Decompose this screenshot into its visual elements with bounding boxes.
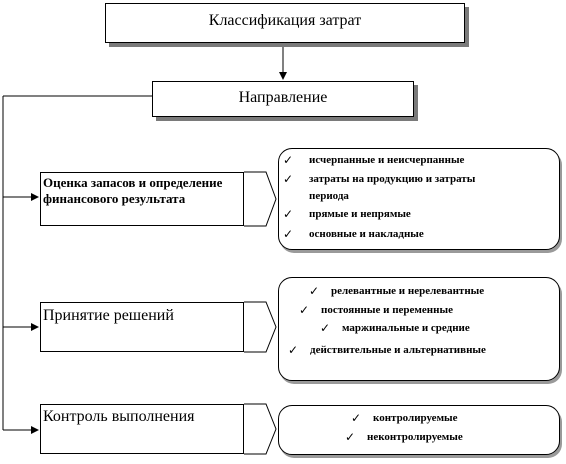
direction-box: Направление <box>152 81 414 117</box>
list-item-text: исчерпанные и неисчерпанные <box>309 154 465 166</box>
pointer-arrow-2 <box>244 301 277 353</box>
category-label: Оценка запасов и определение финансового… <box>43 175 223 206</box>
checkmark-icon: ✓ <box>345 430 356 444</box>
list-item-text: контролируемые <box>373 412 458 424</box>
pointer-arrow-1 <box>244 171 277 227</box>
cost-list-control: ✓ контролируемые ✓ неконтролируемые <box>278 405 560 455</box>
checkmark-icon: ✓ <box>283 172 294 186</box>
checkmark-icon: ✓ <box>283 207 294 221</box>
category-label: Контроль выполнения <box>43 408 195 425</box>
pointer-arrow-3 <box>244 403 277 455</box>
checkmark-icon: ✓ <box>288 343 299 357</box>
list-item-text: постоянные и переменные <box>321 304 453 316</box>
cost-list-decisions: ✓ релевантные и нерелевантные ✓ постоянн… <box>278 277 560 381</box>
category-box-decisions: Принятие решений <box>40 302 244 352</box>
checkmark-icon: ✓ <box>309 284 320 298</box>
checkmark-icon: ✓ <box>351 411 362 425</box>
checkmark-icon: ✓ <box>299 303 310 317</box>
title-box: Классификация затрат <box>105 3 465 43</box>
category-box-control: Контроль выполнения <box>40 404 244 454</box>
diagram-title: Классификация затрат <box>208 12 362 29</box>
direction-label: Направление <box>238 89 328 106</box>
list-item-text: основные и накладные <box>309 228 424 240</box>
checkmark-icon: ✓ <box>283 153 294 167</box>
list-item-text: затраты на продукцию и затраты <box>309 173 476 185</box>
cost-list-inventory: ✓ исчерпанные и неисчерпанные ✓ затраты … <box>278 148 560 250</box>
list-item-text: маржинальные и средние <box>342 322 470 334</box>
category-label: Принятие решений <box>43 307 174 324</box>
list-item-text: действительные и альтернативные <box>310 344 486 356</box>
list-item-text: неконтролируемые <box>367 431 463 443</box>
checkmark-icon: ✓ <box>320 321 331 335</box>
category-box-inventory: Оценка запасов и определение финансового… <box>40 172 244 226</box>
list-item-text: прямые и непрямые <box>309 208 411 220</box>
checkmark-icon: ✓ <box>283 227 294 241</box>
list-item-text: периода <box>309 190 349 202</box>
list-item-text: релевантные и нерелевантные <box>331 285 485 297</box>
